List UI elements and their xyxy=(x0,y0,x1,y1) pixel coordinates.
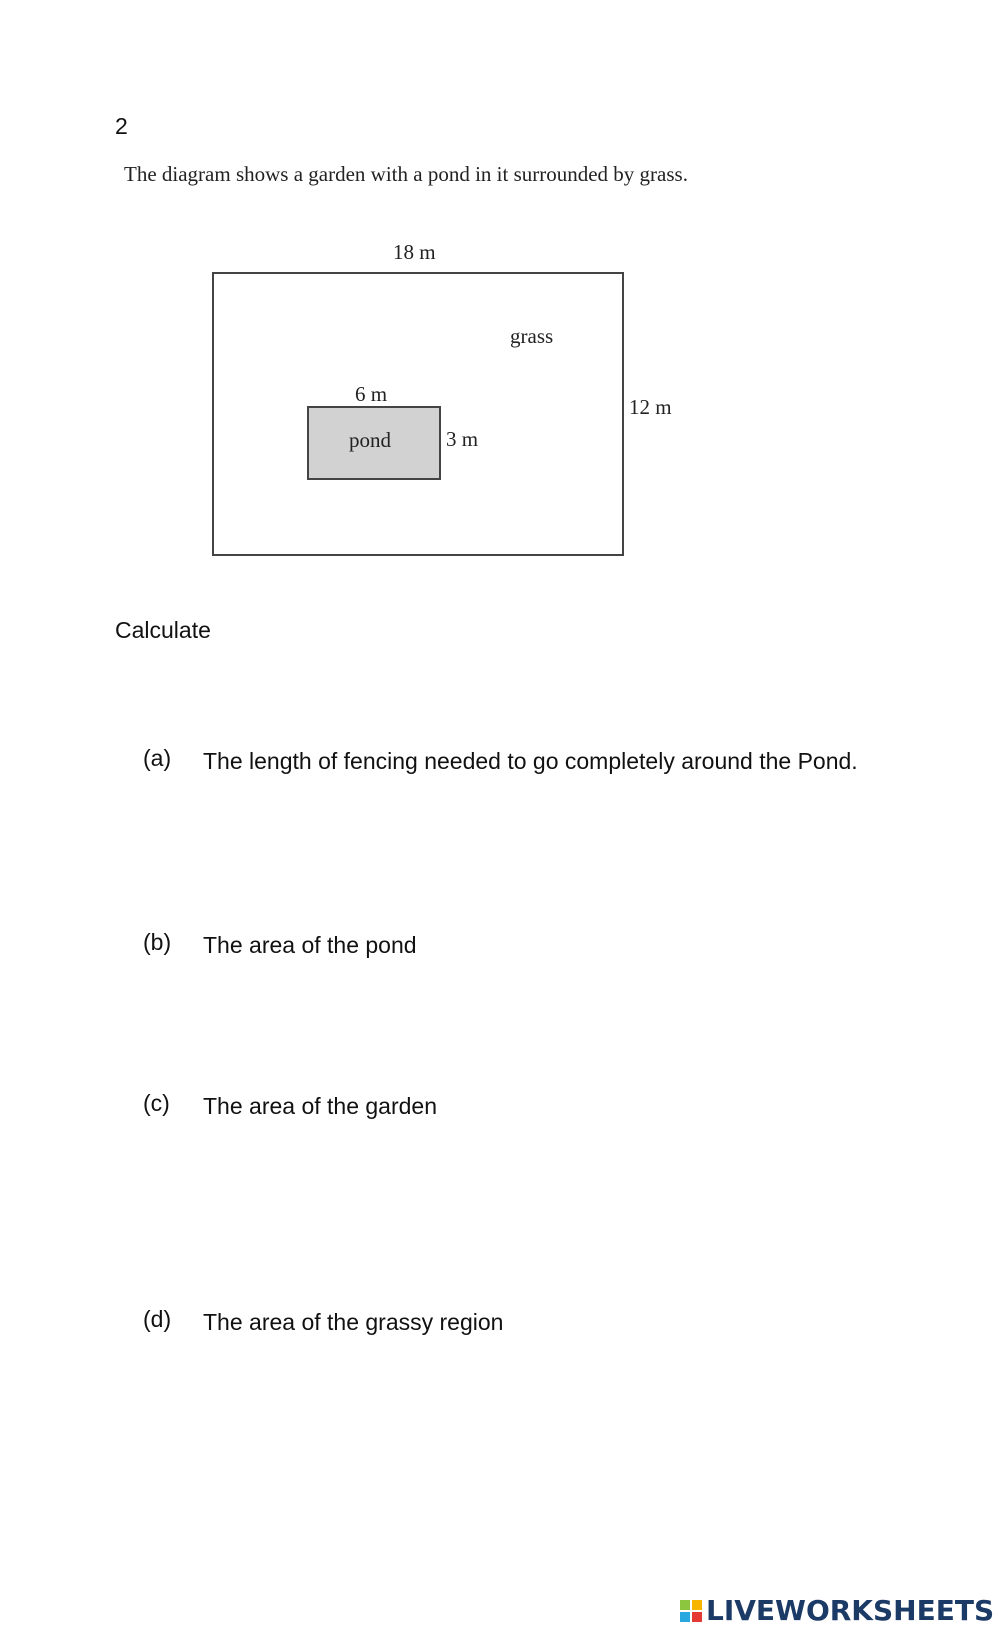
part-text: The area of the garden xyxy=(203,1093,437,1119)
part-text: The area of the grassy region xyxy=(203,1309,504,1335)
instruction: Calculate xyxy=(115,617,211,643)
logo-text: LIVEWORKSHEETS xyxy=(706,1594,995,1627)
grass-label: grass xyxy=(510,324,554,348)
part-text: The length of fencing needed to go compl… xyxy=(203,748,858,774)
part-c: (c) The area of the garden xyxy=(143,1090,883,1122)
liveworksheets-logo: LIVEWORKSHEETS xyxy=(680,1594,994,1627)
pond-label: pond xyxy=(349,428,391,452)
part-text: The area of the pond xyxy=(203,932,417,958)
garden-height-label: 12 m xyxy=(629,395,672,419)
part-d: (d) The area of the grassy region xyxy=(143,1306,883,1338)
question-number: 2 xyxy=(115,113,128,139)
part-b: (b) The area of the pond xyxy=(143,929,883,961)
pond-height-label: 3 m xyxy=(446,427,479,451)
garden-rectangle xyxy=(212,272,624,556)
logo-mark-icon xyxy=(680,1599,702,1622)
part-label: (c) xyxy=(143,1090,170,1116)
part-label: (a) xyxy=(143,745,172,771)
part-label: (b) xyxy=(143,929,172,955)
pond-width-label: 6 m xyxy=(355,382,388,406)
pond-rectangle xyxy=(307,406,441,480)
part-a: (a) The length of fencing needed to go c… xyxy=(143,745,883,777)
question-intro: The diagram shows a garden with a pond i… xyxy=(124,162,688,186)
part-label: (d) xyxy=(143,1306,172,1332)
garden-width-label: 18 m xyxy=(393,240,436,264)
